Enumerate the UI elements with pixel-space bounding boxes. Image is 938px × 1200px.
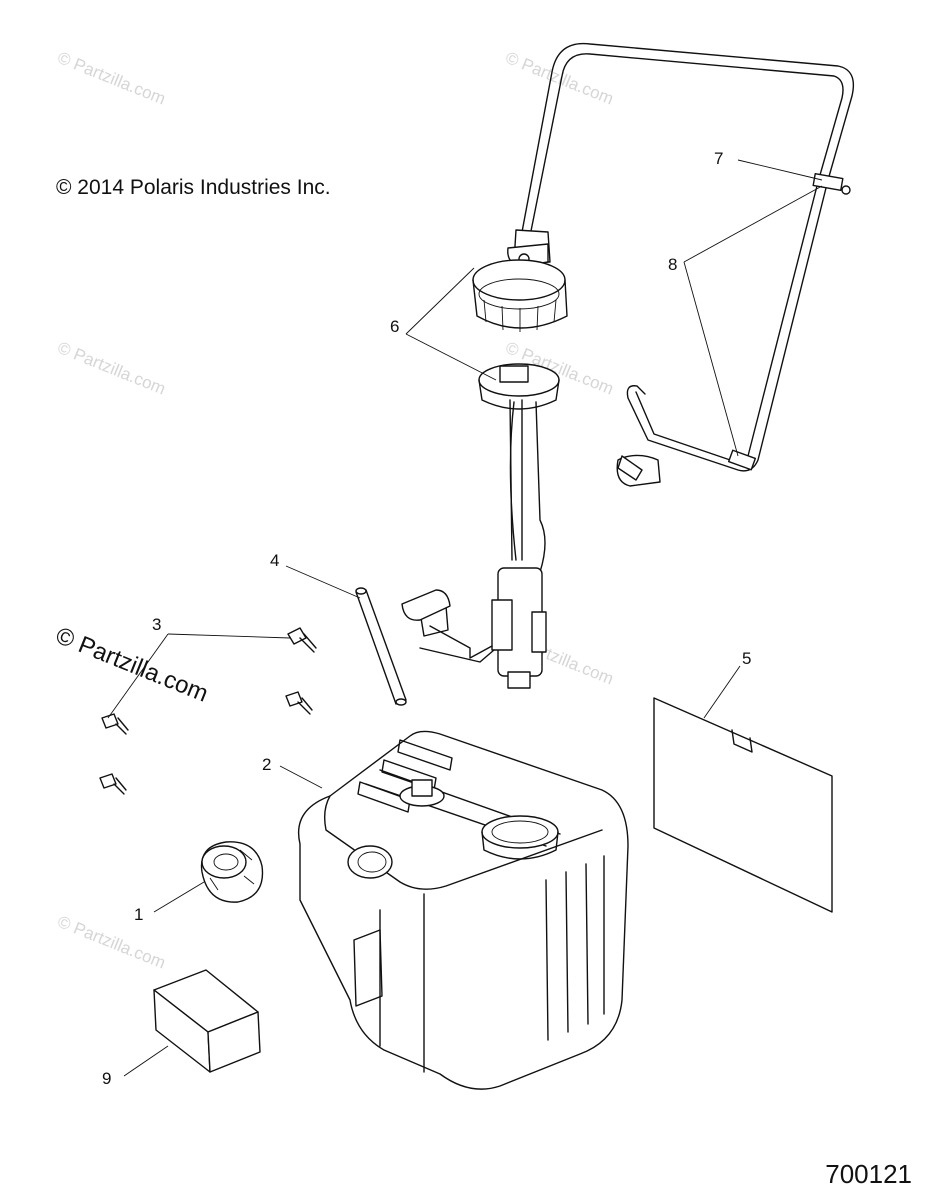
fuel-hose-part-7[interactable] — [507, 42, 855, 487]
screw-part-3[interactable] — [99, 773, 127, 795]
callout-5: 5 — [742, 649, 751, 668]
callout-3: 3 — [152, 615, 161, 634]
callout-7: 7 — [714, 149, 723, 168]
screw-part-3[interactable] — [287, 627, 317, 653]
drawing-number: 700121 — [825, 1159, 912, 1189]
callout-9: 9 — [102, 1069, 111, 1088]
callout-8: 8 — [668, 255, 677, 274]
clamp-part-8[interactable] — [727, 172, 851, 471]
callout-6: 6 — [390, 317, 399, 336]
callout-4: 4 — [270, 551, 279, 570]
fuel-cap-part-1[interactable] — [200, 841, 264, 903]
fuel-pump-assembly-part-6[interactable] — [401, 363, 560, 689]
vent-tube-part-4[interactable] — [355, 587, 407, 706]
callout-1: 1 — [134, 905, 143, 924]
screw-part-3[interactable] — [101, 713, 129, 735]
fuel-tank-part-2[interactable] — [298, 730, 629, 1090]
lock-ring-part-6[interactable] — [472, 259, 568, 332]
leader-lines — [107, 159, 823, 1077]
copyright-notice: © 2014 Polaris Industries Inc. — [56, 176, 331, 199]
callout-2: 2 — [262, 755, 271, 774]
box-part-9[interactable] — [153, 969, 261, 1073]
pad-part-5[interactable] — [653, 697, 833, 913]
screw-part-3[interactable] — [285, 691, 313, 715]
